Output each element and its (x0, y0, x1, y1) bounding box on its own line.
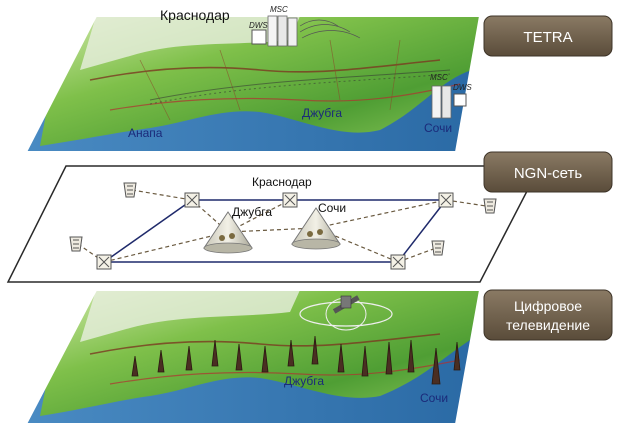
transmitter-tower-icon (385, 341, 393, 375)
city-label-dzhubga-tetra: Джубга (302, 106, 342, 120)
transmitter-tower-icon (311, 335, 319, 365)
tetra-badge: TETRA (483, 15, 613, 57)
switch-icon (438, 192, 454, 208)
svg-text:телевидение: телевидение (506, 317, 590, 333)
msc-left-node: MSC (267, 5, 298, 47)
ngn-gateway-icons (69, 182, 497, 256)
transmitter-tower-icon (407, 339, 415, 373)
msc-right-node: MSC (430, 73, 452, 119)
city-label-krasnodar-ngn: Краснодар (252, 175, 312, 189)
tv-transmitter-towers (131, 335, 461, 385)
svg-text:Цифровое: Цифровое (514, 298, 582, 314)
switch-icon (184, 192, 200, 208)
ngn-layer: Краснодар Джубга Сочи NGN-сеть (6, 151, 613, 283)
switch-icon (282, 192, 298, 208)
transmitter-tower-icon (235, 343, 243, 371)
softswitch-sochi-icon (291, 207, 341, 250)
tetra-radio-waves-icon (299, 19, 361, 39)
gateway-icon (483, 198, 497, 214)
svg-text:DWS: DWS (249, 21, 268, 30)
tv-map (26, 290, 480, 424)
tv-layer: Джубга Сочи Цифровое телевидение (24, 289, 613, 425)
dws-left-node: DWS (249, 21, 268, 45)
tetra-layer: DWS MSC MSC DWS Краснодар Анапа Джубга С… (24, 5, 613, 153)
ngn-links (77, 189, 487, 263)
satellite-icon (299, 295, 393, 331)
city-label-sochi-tetra: Сочи (424, 121, 452, 135)
transmitter-tower-icon (261, 345, 269, 373)
city-label-krasnodar-tetra: Краснодар (160, 7, 230, 23)
transmitter-tower-icon (361, 345, 369, 377)
city-label-anapa: Анапа (128, 126, 163, 140)
transmitter-tower-icon (453, 341, 461, 371)
gateway-icon (431, 240, 445, 256)
ngn-switch-nodes (96, 192, 454, 270)
gateway-icon (69, 236, 83, 252)
svg-text:DWS: DWS (453, 83, 472, 92)
transmitter-tower-icon (131, 355, 139, 377)
svg-text:MSC: MSC (270, 5, 288, 14)
transmitter-tower-icon (157, 349, 165, 373)
transmitter-tower-icon (337, 343, 345, 373)
dws-right-node: DWS (453, 83, 472, 107)
transmitter-tower-icon (185, 345, 193, 371)
softswitch-dzhubga-icon (203, 211, 253, 254)
svg-text:TETRA: TETRA (523, 29, 572, 46)
city-label-sochi-tv: Сочи (420, 391, 448, 405)
transmitter-tower-icon (211, 339, 219, 367)
switch-icon (96, 254, 112, 270)
city-label-dzhubga-ngn: Джубга (232, 205, 272, 219)
city-label-sochi-ngn: Сочи (318, 201, 346, 215)
ngn-badge: NGN-сеть (483, 151, 613, 193)
gateway-icon (123, 182, 137, 198)
switch-icon (390, 254, 406, 270)
transmitter-tower-icon (431, 347, 441, 385)
svg-text:NGN-сеть: NGN-сеть (514, 165, 583, 182)
transmitter-tower-icon (287, 339, 295, 367)
svg-text:MSC: MSC (430, 73, 448, 82)
tv-badge: Цифровое телевидение (483, 289, 613, 341)
city-label-dzhubga-tv: Джубга (284, 374, 324, 388)
